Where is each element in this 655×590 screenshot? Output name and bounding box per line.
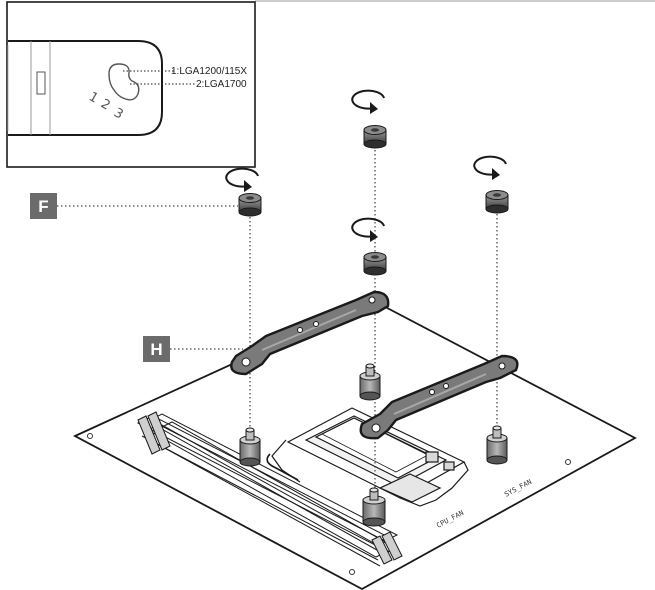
rotate-arrow-left-icon <box>225 167 259 192</box>
standoff-center <box>359 363 381 401</box>
inset-detail: 1 2 3 1:LGA1200/115X 2:LGA1700 <box>6 1 256 168</box>
standoff-front <box>362 487 386 527</box>
tag-h: H <box>143 336 170 362</box>
ram-slots <box>136 411 403 567</box>
inset-option-2: 2:LGA1700 <box>196 79 247 90</box>
thumb-nut-top <box>363 125 387 149</box>
cpu-socket <box>266 407 469 507</box>
thumb-nut-right <box>485 190 509 214</box>
tag-h-label: H <box>150 340 162 359</box>
thumb-nut-middle <box>363 252 387 276</box>
tag-f: F <box>30 193 57 219</box>
rotate-arrow-top-icon <box>351 89 385 114</box>
rotate-arrow-right-icon <box>473 155 507 180</box>
bracket-left <box>230 290 390 376</box>
rotate-arrow-middle-icon <box>351 217 385 242</box>
thumb-nut-left <box>238 193 262 217</box>
bracket-right <box>359 354 519 440</box>
standoff-left <box>239 427 261 467</box>
tag-f-label: F <box>38 197 48 216</box>
inset-option-1: 1:LGA1200/115X <box>171 66 247 77</box>
standoff-right <box>486 425 508 465</box>
